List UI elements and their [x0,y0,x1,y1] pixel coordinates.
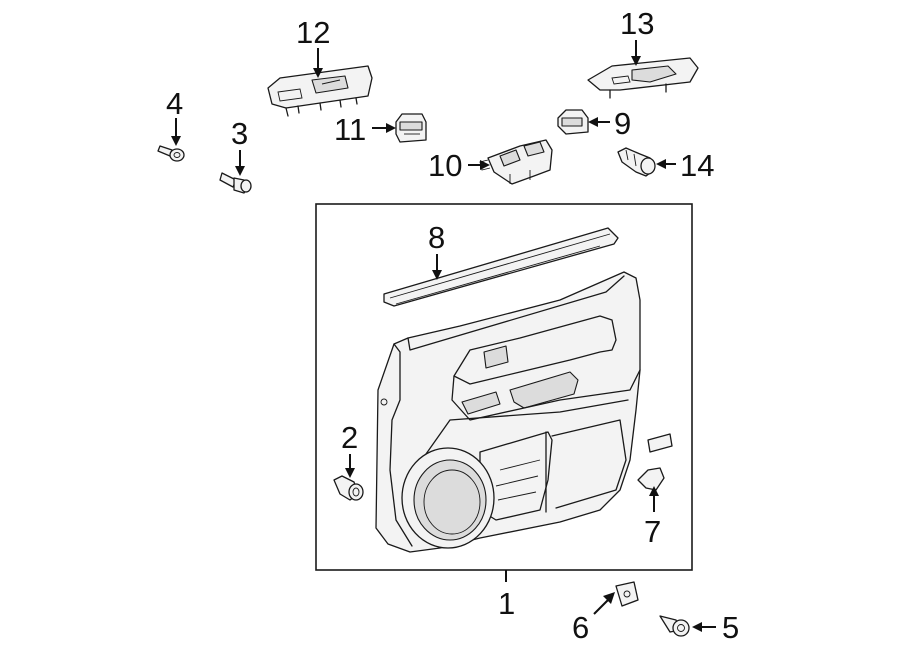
part-5-screw [659,615,690,637]
part-4-screw [157,145,185,162]
callout-12: 12 [296,15,330,50]
callout-10: 10 [428,148,462,183]
callout-7: 7 [644,514,661,549]
callout-1: 1 [498,586,515,621]
callout-arrows [171,40,716,632]
part-12-switch-bezel [267,65,373,117]
callout-8: 8 [428,220,445,255]
part-1-door-trim-panel [375,271,641,553]
callout-2: 2 [341,420,358,455]
callout-6: 6 [572,610,589,645]
callout-5: 5 [722,610,739,645]
part-6-nut [615,581,639,607]
callout-14: 14 [680,148,714,183]
callout-13: 13 [620,6,654,41]
part-10-switch-assembly [479,139,553,185]
callout-11: 11 [334,112,366,147]
part-3-bolt [219,172,252,194]
part-2-clip [333,475,364,501]
callout-4: 4 [166,86,183,121]
part-14-clip [617,147,656,177]
callout-9: 9 [614,106,631,141]
assembly-frame [315,203,693,571]
part-11-switch [395,113,427,143]
callout-3: 3 [231,116,248,151]
part-8-belt-weatherstrip [383,227,619,307]
part-9-switch [557,109,589,135]
part-7-retainers [637,433,673,491]
part-13-switch-bezel [587,57,699,99]
